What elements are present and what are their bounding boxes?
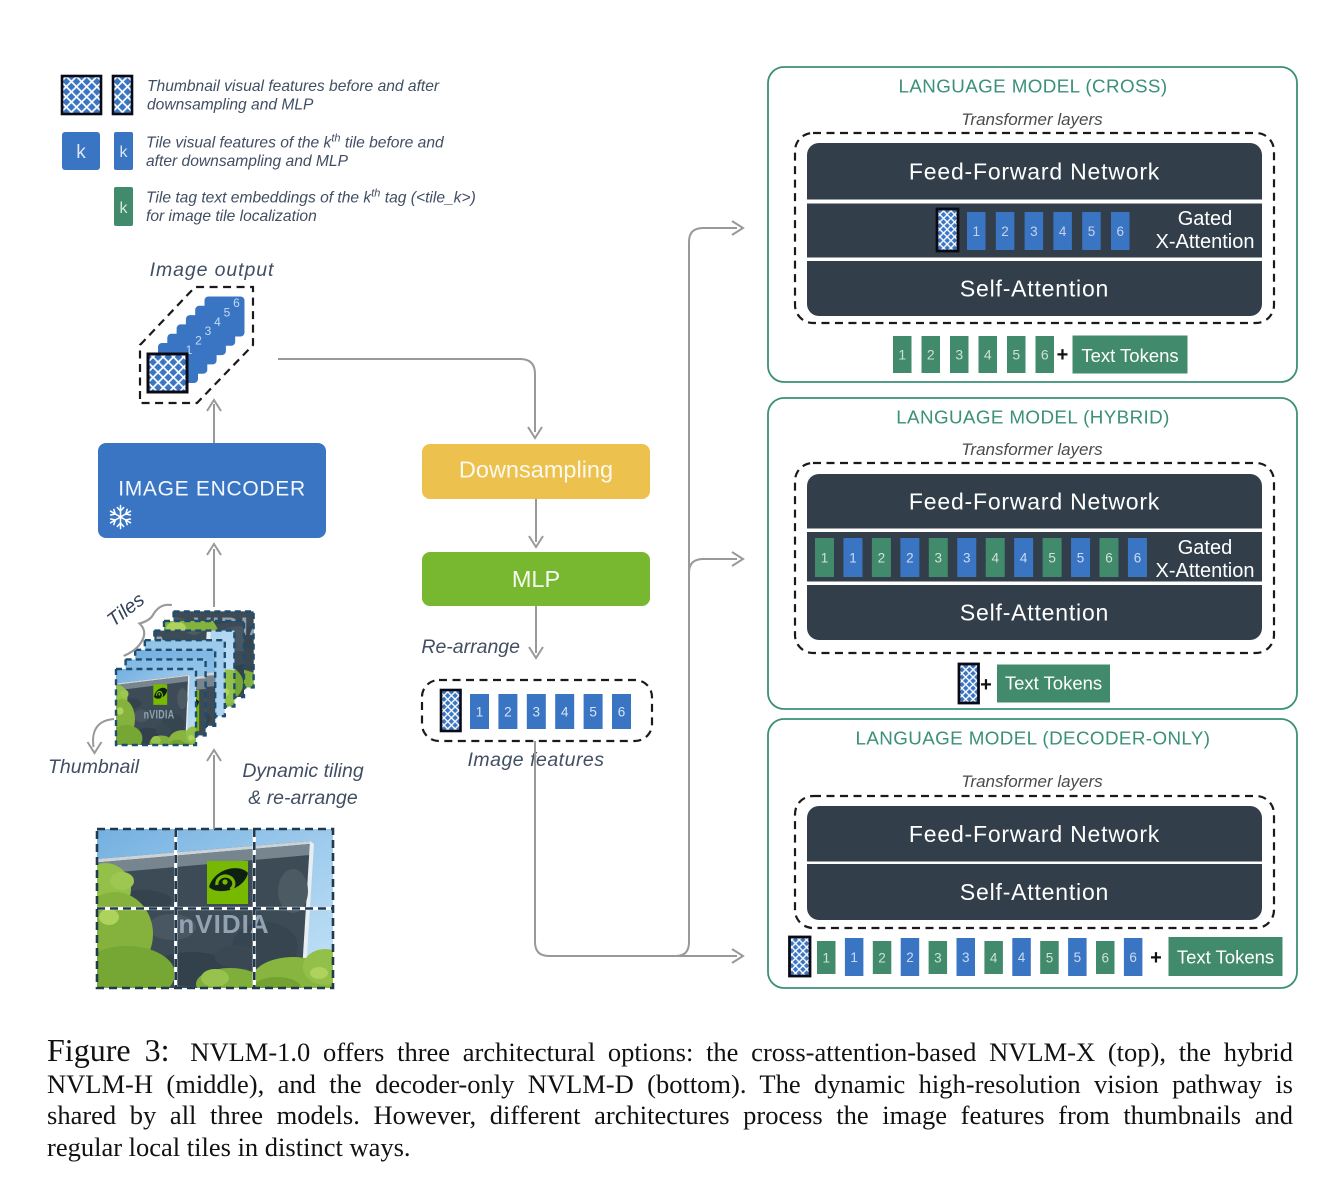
svg-text:1: 1 (476, 704, 484, 719)
svg-text:Transformer layers: Transformer layers (961, 440, 1103, 459)
svg-text:6: 6 (1134, 550, 1142, 565)
svg-text:after downsampling and MLP: after downsampling and MLP (146, 153, 349, 170)
svg-text:Self-Attention: Self-Attention (960, 276, 1109, 302)
svg-text:Feed-Forward Network: Feed-Forward Network (909, 821, 1160, 847)
svg-text:4: 4 (984, 347, 992, 363)
svg-text:6: 6 (1129, 950, 1137, 965)
svg-text:LANGUAGE MODEL (DECODER-ONLY): LANGUAGE MODEL (DECODER-ONLY) (856, 728, 1211, 749)
svg-text:k: k (120, 144, 129, 161)
svg-text:Thumbnail visual features befo: Thumbnail visual features before and aft… (147, 78, 440, 95)
svg-text:5: 5 (1012, 347, 1020, 363)
svg-text:IMAGE ENCODER: IMAGE ENCODER (118, 478, 306, 501)
svg-text:3: 3 (1030, 224, 1038, 239)
svg-text:Tile tag text embeddings of th: Tile tag text embeddings of the kth tag … (146, 188, 476, 207)
svg-text:k: k (120, 200, 129, 217)
svg-text:X-Attention: X-Attention (1156, 231, 1255, 253)
svg-text:Re-arrange: Re-arrange (421, 636, 520, 658)
svg-text:Self-Attention: Self-Attention (960, 879, 1109, 905)
svg-text:1: 1 (186, 343, 193, 357)
svg-text:5: 5 (1048, 550, 1056, 565)
svg-text:3: 3 (955, 347, 963, 363)
svg-text:MLP: MLP (512, 566, 560, 592)
svg-text:6: 6 (618, 704, 626, 719)
svg-text:2: 2 (906, 550, 914, 565)
svg-text:5: 5 (1077, 550, 1085, 565)
svg-text:Transformer layers: Transformer layers (961, 772, 1103, 791)
svg-text:Text Tokens: Text Tokens (1081, 345, 1178, 366)
svg-text:1: 1 (821, 550, 829, 565)
svg-text:3: 3 (533, 704, 541, 719)
svg-text:k: k (76, 142, 86, 163)
svg-text:LANGUAGE MODEL (CROSS): LANGUAGE MODEL (CROSS) (899, 76, 1168, 97)
svg-text:LANGUAGE MODEL (HYBRID): LANGUAGE MODEL (HYBRID) (896, 407, 1170, 428)
svg-text:Image output: Image output (150, 259, 275, 281)
svg-text:Text Tokens: Text Tokens (1005, 673, 1102, 694)
svg-text:& re-arrange: & re-arrange (248, 787, 358, 809)
svg-text:1: 1 (822, 950, 830, 965)
svg-text:6: 6 (1041, 347, 1049, 363)
svg-text:4: 4 (990, 950, 998, 965)
svg-text:6: 6 (1101, 950, 1109, 965)
svg-text:5: 5 (224, 305, 231, 319)
svg-text:5: 5 (589, 704, 597, 719)
svg-text:2: 2 (927, 347, 935, 363)
svg-text:6: 6 (233, 296, 240, 310)
svg-text:Feed-Forward Network: Feed-Forward Network (909, 159, 1160, 185)
svg-text:4: 4 (214, 315, 221, 329)
svg-text:2: 2 (504, 704, 512, 719)
svg-text:4: 4 (1020, 550, 1028, 565)
svg-text:Gated: Gated (1178, 208, 1232, 230)
svg-text:3: 3 (962, 950, 970, 965)
svg-text:2: 2 (1001, 224, 1009, 239)
svg-text:2: 2 (195, 334, 202, 348)
svg-text:2: 2 (878, 950, 886, 965)
svg-text:downsampling and MLP: downsampling and MLP (147, 97, 314, 114)
svg-text:5: 5 (1046, 950, 1054, 965)
svg-text:Self-Attention: Self-Attention (960, 600, 1109, 626)
svg-text:4: 4 (561, 704, 569, 719)
svg-text:2: 2 (878, 550, 886, 565)
svg-text:Dynamic tiling: Dynamic tiling (242, 760, 364, 782)
svg-text:4: 4 (1059, 224, 1067, 239)
svg-text:+: + (1150, 947, 1162, 969)
svg-text:Thumbnail: Thumbnail (48, 756, 140, 778)
svg-text:Transformer layers: Transformer layers (961, 110, 1103, 129)
svg-text:for image tile localization: for image tile localization (146, 208, 317, 225)
svg-text:1: 1 (972, 224, 980, 239)
svg-text:+: + (1057, 344, 1069, 366)
svg-text:2: 2 (906, 950, 914, 965)
svg-text:3: 3 (935, 550, 943, 565)
svg-text:5: 5 (1088, 224, 1096, 239)
svg-text:1: 1 (849, 550, 857, 565)
svg-text:4: 4 (1018, 950, 1026, 965)
svg-text:Text Tokens: Text Tokens (1177, 947, 1274, 968)
svg-text:3: 3 (205, 324, 212, 338)
svg-text:Gated: Gated (1178, 537, 1232, 559)
svg-text:4: 4 (991, 550, 999, 565)
svg-text:Tile visual features of the kt: Tile visual features of the kth tile bef… (146, 133, 445, 152)
svg-text:3: 3 (963, 550, 971, 565)
svg-text:1: 1 (898, 347, 906, 363)
svg-text:1: 1 (850, 950, 858, 965)
svg-text:3: 3 (934, 950, 942, 965)
svg-text:Feed-Forward Network: Feed-Forward Network (909, 489, 1160, 515)
svg-text:6: 6 (1116, 224, 1124, 239)
svg-text:Downsampling: Downsampling (459, 457, 613, 483)
svg-text:6: 6 (1105, 550, 1113, 565)
svg-text:+: + (980, 674, 992, 696)
svg-text:X-Attention: X-Attention (1156, 560, 1255, 582)
svg-text:5: 5 (1074, 950, 1082, 965)
